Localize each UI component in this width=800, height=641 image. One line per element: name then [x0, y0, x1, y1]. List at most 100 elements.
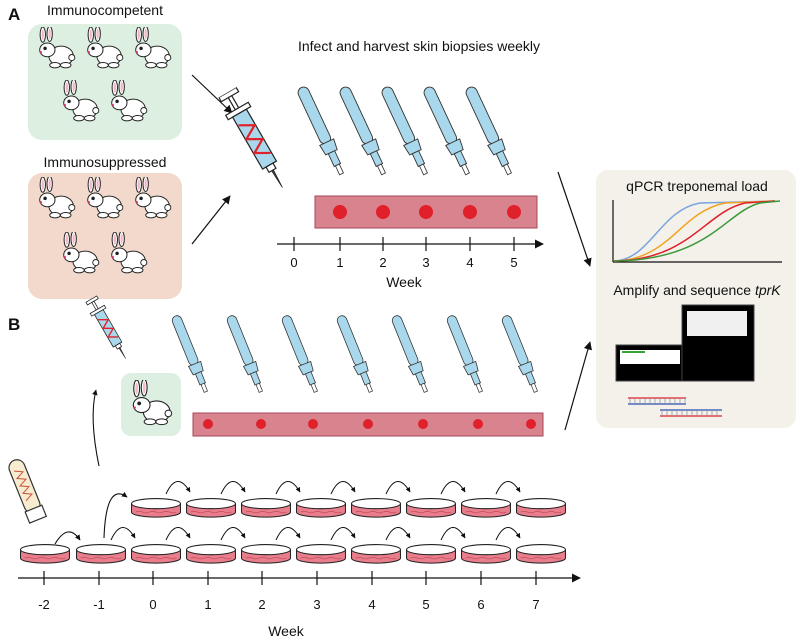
curved-arrow-icon	[495, 481, 521, 495]
curved-arrow-icon	[440, 481, 466, 495]
tick-label: 4	[368, 597, 375, 612]
qpcr-title: qPCR treponemal load	[626, 178, 768, 194]
curved-arrow-icon	[220, 527, 246, 541]
immunocompetent-group-box	[28, 24, 182, 140]
panel-b-timeline-ticks: -2 -1 0 1 2 3 4 5 6 7	[38, 571, 540, 612]
sequence-reads-icon	[628, 397, 722, 417]
culture-dish-icon	[131, 544, 181, 564]
tick-label: 1	[204, 597, 211, 612]
panel-a-biopsy-punches	[293, 83, 518, 178]
curved-arrow-icon	[54, 531, 81, 545]
tick-label: 0	[290, 255, 297, 270]
panel-b-axis-label: Week	[268, 623, 305, 639]
tick-label: 6	[477, 597, 484, 612]
tick-label: 4	[466, 255, 473, 270]
curved-arrow-icon	[165, 527, 191, 541]
biopsy-punch-icon	[388, 313, 433, 395]
culture-transfer-arrows-bottom	[110, 527, 521, 541]
arrow-culture-to-rabbit	[92, 389, 100, 467]
biopsy-punch-icon	[443, 313, 488, 395]
curved-arrow-icon	[330, 481, 356, 495]
curved-arrow-icon	[165, 481, 191, 495]
culture-dish-icon	[406, 498, 456, 518]
syringe-icon	[215, 84, 295, 196]
biopsy-site	[203, 419, 213, 429]
biopsy-punch-icon	[335, 83, 392, 178]
biopsy-site	[376, 205, 390, 219]
biopsy-punch-icon	[498, 313, 543, 395]
biopsy-site	[526, 419, 536, 429]
curved-arrow-icon	[495, 527, 521, 541]
culture-dish-icon	[241, 544, 291, 564]
curved-arrow-icon	[440, 527, 466, 541]
tick-label: -2	[38, 597, 50, 612]
culture-dish-icon	[186, 544, 236, 564]
culture-dish-icon	[296, 498, 346, 518]
panel-a-timeline-ticks: 0 1 2 3 4 5	[290, 237, 518, 270]
tick-label: 7	[532, 597, 539, 612]
qpcr-amplification-plot	[612, 200, 782, 263]
panel-b-biopsy-sites	[203, 419, 536, 429]
biopsy-site	[308, 419, 318, 429]
culture-dish-icon	[20, 544, 70, 564]
sequence-title: Amplify and sequence tprK	[613, 282, 781, 298]
qpcr-curve-orange	[613, 200, 776, 262]
curved-arrow-icon	[275, 527, 301, 541]
culture-row-top	[131, 498, 566, 518]
culture-dish-icon	[516, 544, 566, 564]
biopsy-punch-icon	[419, 83, 476, 178]
arrow-immunocompetent-to-syringe	[191, 74, 233, 114]
culture-dish-icon	[406, 544, 456, 564]
culture-transfer-arrows-top	[165, 481, 521, 495]
culture-dish-icon	[461, 544, 511, 564]
biopsy-site	[333, 205, 347, 219]
culture-dish-icon	[241, 498, 291, 518]
culture-dish-icon	[461, 498, 511, 518]
culture-dish-icon	[296, 544, 346, 564]
biopsy-site	[507, 205, 521, 219]
sequence-title-gene: tprK	[755, 282, 781, 298]
panel-a-axis-label: Week	[386, 274, 423, 290]
biopsy-punch-icon	[377, 83, 434, 178]
biopsy-punch-icon	[333, 313, 378, 395]
panel-a-heading: Infect and harvest skin biopsies weekly	[298, 38, 540, 54]
biopsy-site	[256, 419, 266, 429]
panel-a-letter: A	[8, 5, 20, 24]
arrow-panel-b-to-results	[564, 341, 592, 431]
curved-arrow-icon	[330, 527, 356, 541]
curved-arrow-icon	[220, 481, 246, 495]
curved-arrow-icon	[385, 527, 411, 541]
biopsy-site	[419, 205, 433, 219]
curved-arrow-icon	[103, 491, 128, 539]
curved-arrow-icon	[385, 481, 411, 495]
tick-label: 5	[510, 255, 517, 270]
qpcr-curve-green	[613, 200, 781, 262]
biopsy-site	[418, 419, 428, 429]
culture-dish-icon	[351, 498, 401, 518]
syringe-icon	[83, 294, 134, 364]
tick-label: 5	[422, 597, 429, 612]
panel-b-letter: B	[8, 315, 20, 334]
immunosuppressed-group-box	[28, 173, 182, 299]
tick-label: 0	[149, 597, 156, 612]
panel-a-biopsy-sites	[333, 205, 521, 219]
biopsy-site	[363, 419, 373, 429]
biopsy-punch-icon	[293, 83, 350, 178]
immunocompetent-label: Immunocompetent	[47, 2, 163, 18]
results-box	[596, 170, 796, 428]
panel-b-biopsy-punches	[168, 313, 543, 395]
tick-label: 3	[422, 255, 429, 270]
sequence-title-text: Amplify and sequence	[613, 282, 755, 298]
culture-dish-icon	[351, 544, 401, 564]
qpcr-curve-red	[613, 200, 776, 262]
qpcr-curve-blue	[613, 200, 776, 262]
curved-arrow-icon	[275, 481, 301, 495]
immunosuppressed-label: Immunosuppressed	[44, 154, 167, 170]
biopsy-punch-icon	[461, 83, 518, 178]
culture-row-bottom	[20, 544, 566, 564]
culture-dish-icon	[131, 498, 181, 518]
biopsy-site	[463, 205, 477, 219]
culture-dish-icon	[76, 544, 126, 564]
tick-label: -1	[93, 597, 105, 612]
